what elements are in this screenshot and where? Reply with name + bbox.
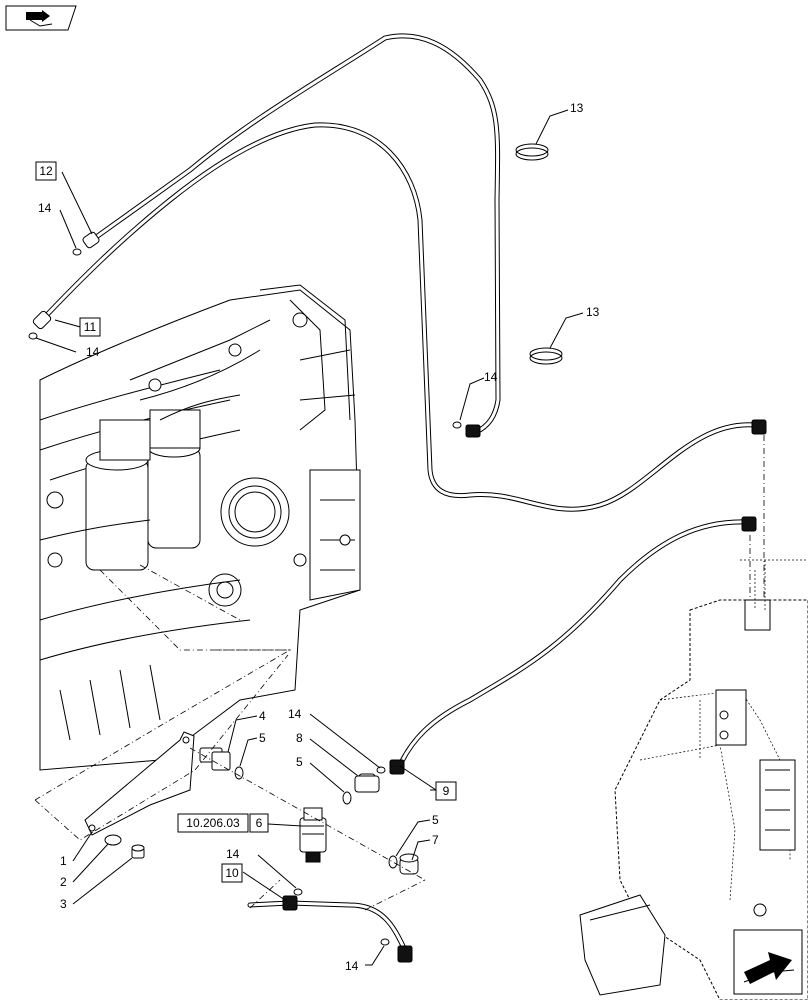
svg-text:7: 7 [432, 833, 439, 847]
fuel-hose-lower [397, 519, 751, 768]
callout-10[interactable]: 10 [221, 863, 243, 883]
callout-14-b[interactable]: 14 [86, 345, 100, 359]
washer [104, 834, 122, 846]
svg-text:9: 9 [443, 784, 450, 798]
callout-14-c[interactable]: 14 [484, 370, 498, 384]
callout-11[interactable]: 11 [79, 317, 101, 337]
svg-text:5: 5 [259, 731, 266, 745]
svg-text:11: 11 [84, 320, 97, 334]
svg-text:12: 12 [39, 164, 53, 178]
hose-clip [515, 143, 563, 365]
section-navigation-icon[interactable] [5, 5, 77, 31]
svg-text:14: 14 [86, 345, 100, 359]
connector-fitting [199, 747, 231, 771]
svg-text:10.206.03: 10.206.03 [186, 816, 240, 830]
svg-text:14: 14 [288, 707, 302, 721]
callout-8[interactable]: 8 [296, 731, 303, 745]
callout-13-a[interactable]: 13 [570, 101, 584, 115]
svg-text:14: 14 [345, 959, 359, 973]
svg-text:10: 10 [225, 866, 239, 880]
callout-6[interactable]: 6 [249, 813, 269, 833]
assembly-lines [34, 435, 765, 911]
svg-text:5: 5 [432, 813, 439, 827]
svg-text:3: 3 [60, 897, 67, 911]
callout-12[interactable]: 12 [35, 161, 57, 181]
fuel-hose-small [247, 900, 408, 953]
svg-text:2: 2 [60, 875, 67, 889]
callout-5-a[interactable]: 5 [259, 731, 266, 745]
callout-4[interactable]: 4 [259, 709, 266, 723]
svg-text:8: 8 [296, 731, 303, 745]
callout-9[interactable]: 9 [435, 781, 457, 801]
reference-label[interactable]: 10.206.03 [177, 813, 249, 833]
svg-text:13: 13 [570, 101, 584, 115]
callout-14-e[interactable]: 14 [226, 847, 240, 861]
o-ring [28, 248, 462, 946]
callout-14-f[interactable]: 14 [345, 959, 359, 973]
svg-text:4: 4 [259, 709, 266, 723]
sealing-washer [388, 855, 398, 869]
callout-13-b[interactable]: 13 [586, 305, 600, 319]
sealing-washer [342, 791, 352, 805]
callout-3[interactable]: 3 [60, 897, 67, 911]
continuation-arrow-icon[interactable] [733, 929, 803, 995]
cap-fitting [399, 853, 419, 875]
svg-text:6: 6 [256, 816, 263, 830]
svg-text:13: 13 [586, 305, 600, 319]
banjo-fitting [354, 775, 380, 793]
svg-text:14: 14 [484, 370, 498, 384]
mounting-bracket [84, 731, 195, 836]
filter-sensor [299, 807, 327, 863]
sealing-washer [234, 766, 244, 780]
callout-7[interactable]: 7 [432, 833, 439, 847]
callout-5-b[interactable]: 5 [296, 755, 303, 769]
svg-text:5: 5 [296, 755, 303, 769]
svg-text:14: 14 [38, 201, 52, 215]
bolt [131, 844, 145, 859]
fuel-hose-return [39, 122, 758, 512]
fuel-tank [579, 559, 808, 1001]
callout-5-c[interactable]: 5 [432, 813, 439, 827]
fuel-hose-upper [89, 33, 501, 435]
callout-14-d[interactable]: 14 [288, 707, 302, 721]
callout-14-a[interactable]: 14 [38, 201, 52, 215]
callout-1[interactable]: 1 [60, 854, 67, 868]
callout-2[interactable]: 2 [60, 875, 67, 889]
svg-text:14: 14 [226, 847, 240, 861]
svg-text:1: 1 [60, 854, 67, 868]
